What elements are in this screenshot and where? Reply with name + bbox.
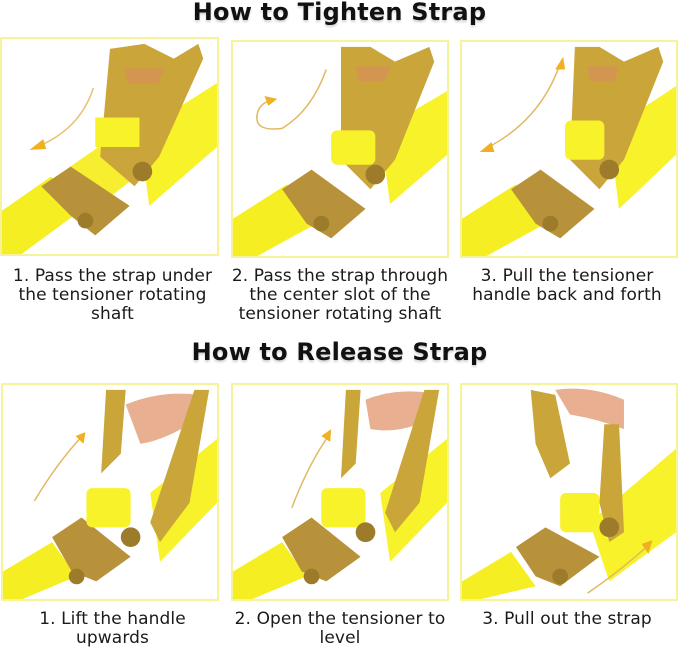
up-right-arrow-icon — [33, 432, 86, 502]
ratchet-strap-illustration — [2, 43, 217, 254]
ratchet-strap-with-hand-illustration — [3, 389, 217, 599]
ratchet-strap-with-hand-illustration — [233, 389, 447, 599]
up-right-arrow-icon — [291, 429, 332, 508]
tighten-step-2-image — [231, 40, 449, 258]
up-right-arrow-icon — [587, 540, 653, 594]
ratchet-strap-illustration — [233, 46, 447, 256]
tighten-step-3-image — [460, 40, 678, 258]
tighten-step-3-caption: 3. Pull the tensioner handle back and fo… — [472, 266, 662, 305]
tighten-section-title: How to Tighten Strap — [192, 0, 487, 26]
release-step-3-caption: 3. Pull out the strap — [482, 609, 652, 629]
tighten-step-2-caption: 2. Pass the strap through the center slo… — [231, 266, 449, 324]
release-step-1-image — [1, 383, 219, 601]
release-step-2-caption: 2. Open the tensioner to level — [234, 609, 446, 648]
ratchet-strap-with-hand-illustration — [462, 388, 676, 599]
tighten-step-1-image — [0, 37, 219, 256]
release-step-2-image — [231, 383, 449, 601]
double-headed-arrow-icon — [479, 56, 566, 152]
release-section-title: How to Release Strap — [191, 338, 488, 366]
release-step-3-image — [460, 383, 678, 601]
curved-loop-right-arrow-icon — [256, 69, 327, 130]
tighten-step-1-caption: 1. Pass the strap under the tensioner ro… — [12, 266, 213, 324]
ratchet-strap-illustration — [462, 46, 676, 256]
curved-down-left-arrow-icon — [29, 87, 95, 150]
release-step-1-caption: 1. Lift the handle upwards — [39, 609, 186, 648]
